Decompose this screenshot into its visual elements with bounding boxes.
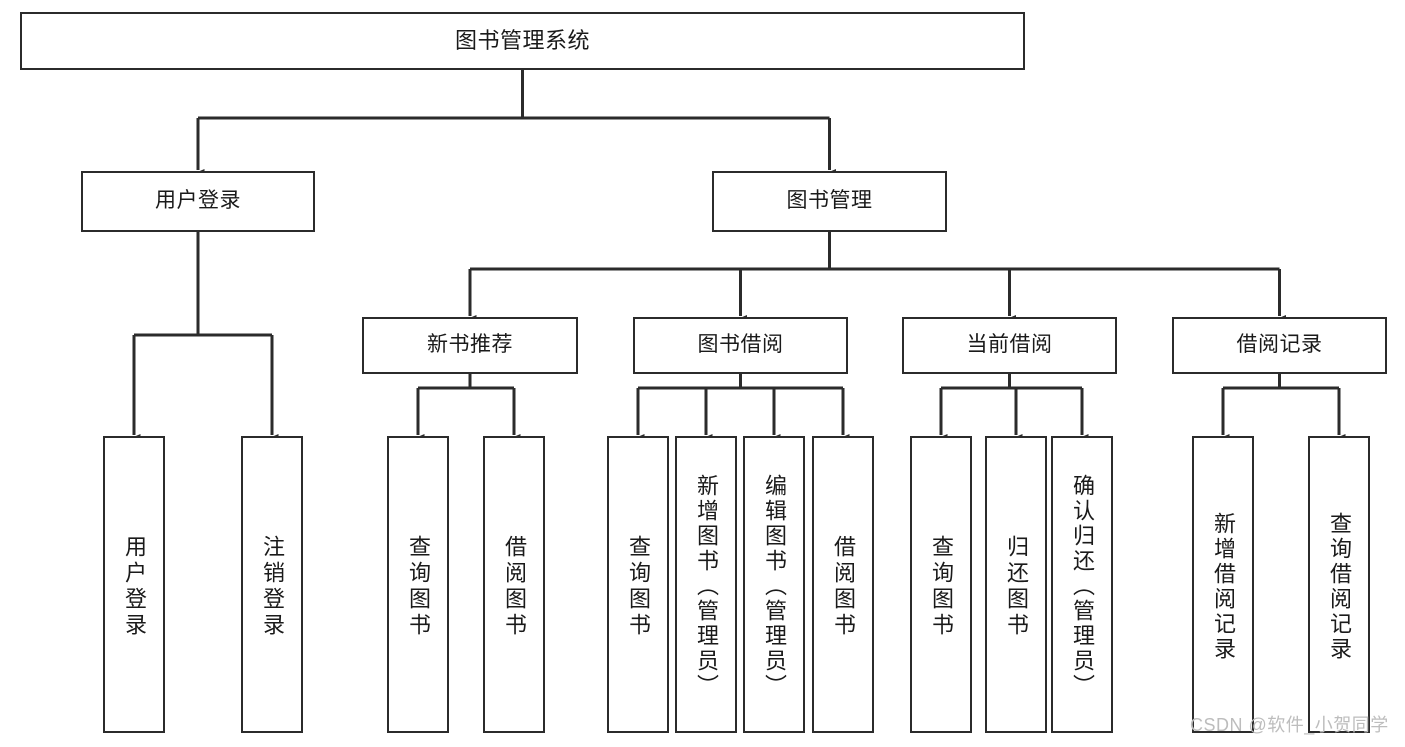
node-root[interactable]: 图书管理系统 bbox=[20, 12, 1025, 70]
node-label: 新增图书（管理员） bbox=[694, 474, 719, 699]
node-label: 图书管理系统 bbox=[454, 28, 590, 54]
node-label: 借阅记录 bbox=[1236, 333, 1323, 357]
node-leaf-bk-query[interactable]: 查询图书 bbox=[607, 436, 669, 733]
node-label: 图书借阅 bbox=[697, 333, 784, 357]
node-label: 注销登录 bbox=[260, 534, 285, 639]
node-label: 新增借阅记录 bbox=[1211, 511, 1236, 662]
node-label: 编辑图书（管理员） bbox=[762, 474, 787, 699]
watermark-text: CSDN @软件_小贺同学 bbox=[1190, 715, 1389, 735]
node-newbook[interactable]: 新书推荐 bbox=[362, 317, 578, 374]
node-leaf-cur-query[interactable]: 查询图书 bbox=[910, 436, 972, 733]
node-label: 归还图书 bbox=[1004, 534, 1029, 639]
node-leaf-bk-add[interactable]: 新增图书（管理员） bbox=[675, 436, 737, 733]
node-leaf-bk-borrow[interactable]: 借阅图书 bbox=[812, 436, 874, 733]
node-bookmgmt[interactable]: 图书管理 bbox=[712, 171, 947, 232]
tree-connectors bbox=[127, 70, 1346, 445]
node-leaf-cur-confirm[interactable]: 确认归还（管理员） bbox=[1051, 436, 1113, 733]
node-current[interactable]: 当前借阅 bbox=[902, 317, 1117, 374]
node-label: 查询图书 bbox=[626, 534, 651, 639]
node-leaf-rec-add[interactable]: 新增借阅记录 bbox=[1192, 436, 1254, 733]
node-leaf-user-logout[interactable]: 注销登录 bbox=[241, 436, 303, 733]
node-label: 查询图书 bbox=[406, 534, 431, 639]
node-label: 新书推荐 bbox=[427, 333, 513, 357]
node-leaf-nb-borrow[interactable]: 借阅图书 bbox=[483, 436, 545, 733]
node-leaf-cur-return[interactable]: 归还图书 bbox=[985, 436, 1047, 733]
node-label: 用户登录 bbox=[122, 534, 147, 639]
node-label: 确认归还（管理员） bbox=[1070, 474, 1095, 699]
node-borrow[interactable]: 图书借阅 bbox=[633, 317, 848, 374]
node-label: 图书管理 bbox=[786, 189, 873, 213]
node-leaf-nb-query[interactable]: 查询图书 bbox=[387, 436, 449, 733]
node-leaf-bk-edit[interactable]: 编辑图书（管理员） bbox=[743, 436, 805, 733]
node-leaf-user-login[interactable]: 用户登录 bbox=[103, 436, 165, 733]
node-label: 查询借阅记录 bbox=[1327, 511, 1352, 662]
node-label: 用户登录 bbox=[155, 189, 241, 213]
node-label: 查询图书 bbox=[929, 534, 954, 639]
node-label: 借阅图书 bbox=[502, 534, 527, 639]
node-label: 借阅图书 bbox=[831, 534, 856, 639]
node-records[interactable]: 借阅记录 bbox=[1172, 317, 1387, 374]
node-login[interactable]: 用户登录 bbox=[81, 171, 315, 232]
node-leaf-rec-query[interactable]: 查询借阅记录 bbox=[1308, 436, 1370, 733]
node-label: 当前借阅 bbox=[966, 333, 1053, 357]
